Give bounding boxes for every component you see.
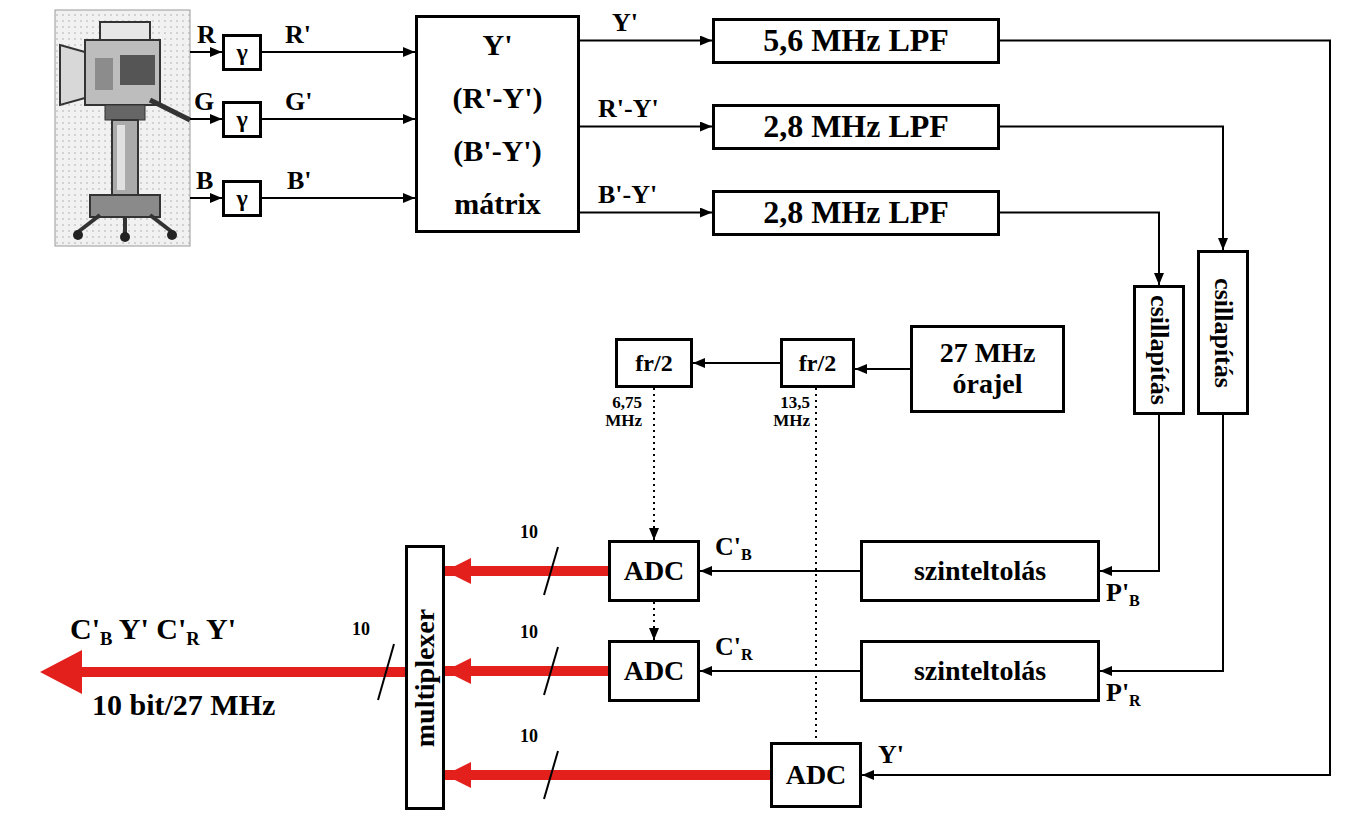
signal-label: R — [197, 22, 216, 48]
signal-arrow — [262, 51, 415, 53]
matrix-box: Y' (R'-Y') (B'-Y') mátrix — [415, 15, 580, 233]
clock-line — [653, 602, 655, 640]
gamma-box: γ — [222, 180, 262, 217]
signal-label: B — [196, 168, 213, 194]
edge-label: 10 — [520, 523, 538, 541]
adc-box: ADC — [770, 742, 862, 808]
signal-label: 10 — [352, 620, 370, 638]
filter-box: 5,6 MHz LPF — [712, 18, 1000, 64]
edge-label: B' — [287, 168, 312, 194]
camera-signal-wire — [190, 52, 222, 198]
gamma-box: γ — [222, 101, 262, 138]
node-label: 5,6 MHz LPF — [763, 23, 949, 58]
node-label: szinteltolás — [914, 556, 1046, 587]
edge-label: C'R — [715, 634, 753, 660]
signal-label: 10 bit/27 MHz — [92, 690, 275, 720]
node-label: 27 MHz órajel — [913, 338, 1062, 400]
gamma-box: γ — [222, 34, 262, 71]
subscript: R — [186, 628, 199, 649]
level-shift-box: szinteltolás — [860, 640, 1100, 702]
filter-box: 2,8 MHz LPF — [712, 104, 1000, 150]
edge-label: B'-Y' — [598, 182, 657, 208]
signal-arrow — [1100, 415, 1223, 671]
signal-arrow — [693, 362, 780, 364]
node-label: γ — [236, 185, 247, 211]
signal-arrow — [700, 670, 860, 672]
node-label: γ — [236, 106, 247, 132]
edge-label: 13,5 MHz — [758, 394, 810, 430]
node-label: ADC — [624, 656, 685, 687]
clock-line — [653, 388, 655, 540]
bus-width-slash — [544, 647, 558, 695]
signal-label: C'B Y' C'R Y' — [70, 614, 236, 644]
node-label: multiplexer — [410, 608, 441, 746]
node-label: ADC — [624, 556, 685, 587]
signal-label: G — [194, 89, 214, 115]
edge-label: P'R — [1106, 680, 1141, 706]
adc-box: ADC — [608, 640, 700, 702]
signal-arrow — [855, 368, 910, 370]
attenuator-box: csillapítás — [1133, 285, 1185, 415]
node-label: csillapítás — [1145, 295, 1174, 405]
edge-label: Y' — [878, 742, 904, 768]
node-label: 2,8 MHz LPF — [763, 195, 949, 230]
data-bus — [445, 666, 608, 676]
signal-arrow — [580, 40, 712, 42]
bus-width-slash — [544, 751, 558, 799]
clock-box: 27 MHz órajel — [910, 325, 1065, 413]
edge-label: 10 — [520, 727, 538, 745]
edge-label: Y' — [612, 10, 638, 36]
edge-label: R'-Y' — [598, 96, 659, 122]
subscript: B — [741, 546, 752, 563]
edge-label: 10 — [520, 623, 538, 641]
camera-illustration — [55, 10, 190, 246]
signal-arrow — [700, 570, 860, 572]
attenuator-box: csillapítás — [1197, 250, 1249, 415]
subscript: B — [100, 628, 112, 649]
divider-box: fr/2 — [780, 338, 855, 388]
signal-arrow — [262, 197, 415, 199]
edge-label: C'B — [715, 534, 752, 560]
data-bus — [445, 770, 770, 780]
node-label: fr/2 — [635, 350, 672, 376]
node-label: Y' — [483, 28, 513, 61]
edge-label: P'B — [1106, 580, 1140, 606]
edge-label: 6,75 MHz — [594, 394, 642, 430]
signal-arrow — [1000, 213, 1159, 286]
subscript: R — [741, 646, 753, 663]
node-label: (B'-Y') — [453, 134, 541, 167]
signal-arrow — [1000, 127, 1223, 251]
node-label: fr/2 — [799, 350, 836, 376]
subscript: R — [1129, 692, 1141, 709]
node-label: mátrix — [454, 187, 541, 220]
signal-arrow — [262, 118, 415, 120]
signal-arrow — [580, 126, 712, 128]
divider-box: fr/2 — [615, 338, 693, 388]
bus-width-slash — [544, 547, 558, 595]
edge-label: G' — [285, 89, 312, 115]
filter-box: 2,8 MHz LPF — [712, 190, 1000, 236]
subscript: B — [1129, 592, 1140, 609]
signal-arrow — [1100, 415, 1159, 571]
adc-box: ADC — [608, 540, 700, 602]
node-label: 2,8 MHz LPF — [763, 109, 949, 144]
signal-arrow — [580, 212, 712, 214]
node-label: csillapítás — [1209, 278, 1238, 388]
data-bus — [445, 566, 608, 576]
node-label: γ — [236, 39, 247, 65]
clock-line — [815, 388, 817, 742]
edge-label: R' — [285, 22, 311, 48]
multiplexer-box: multiplexer — [405, 545, 445, 810]
node-label: ADC — [786, 760, 847, 791]
node-label: szinteltolás — [914, 656, 1046, 687]
node-label: (R'-Y') — [453, 81, 543, 114]
level-shift-box: szinteltolás — [860, 540, 1100, 602]
